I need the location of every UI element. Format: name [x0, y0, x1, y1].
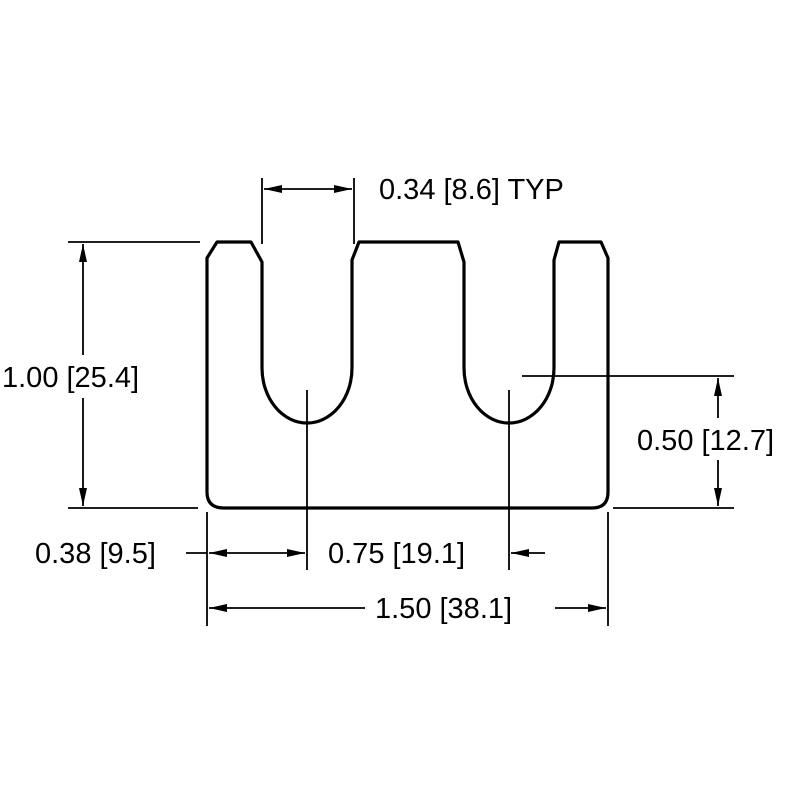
arrowhead-right [588, 604, 606, 612]
edge-to-slot-dimension: 0.38 [9.5] [35, 538, 305, 570]
overall-height-label: 1.00 [25.4] [2, 362, 139, 394]
slot-spacing-dimension: 0.75 [19.1] [328, 538, 545, 570]
slot-spacing-label: 0.75 [19.1] [328, 538, 465, 570]
arrowhead-down [79, 488, 87, 506]
edge-to-slot-label: 0.38 [9.5] [35, 538, 156, 570]
arrowhead-left [209, 604, 227, 612]
overall-width-label: 1.50 [38.1] [375, 593, 512, 625]
slot-depth-label: 0.50 [12.7] [637, 425, 774, 457]
overall-height-dimension: 1.00 [25.4] [2, 241, 200, 509]
slot-width-label: 0.34 [8.6] TYP [379, 174, 564, 206]
part-outline [205, 240, 610, 510]
arrowhead-up [714, 378, 722, 396]
overall-width-dimension: 1.50 [38.1] [209, 593, 606, 625]
arrowhead-left [209, 549, 227, 557]
slot-depth-dimension: 0.50 [12.7] [522, 375, 774, 509]
arrowhead-down [714, 488, 722, 506]
arrowhead-right [287, 549, 305, 557]
slot-width-dimension: 0.34 [8.6] TYP [261, 174, 564, 244]
arrowhead-left-pointing [511, 549, 529, 557]
arrowhead-up [79, 244, 87, 262]
arrowhead-left [264, 185, 282, 193]
arrowhead-right [334, 185, 352, 193]
